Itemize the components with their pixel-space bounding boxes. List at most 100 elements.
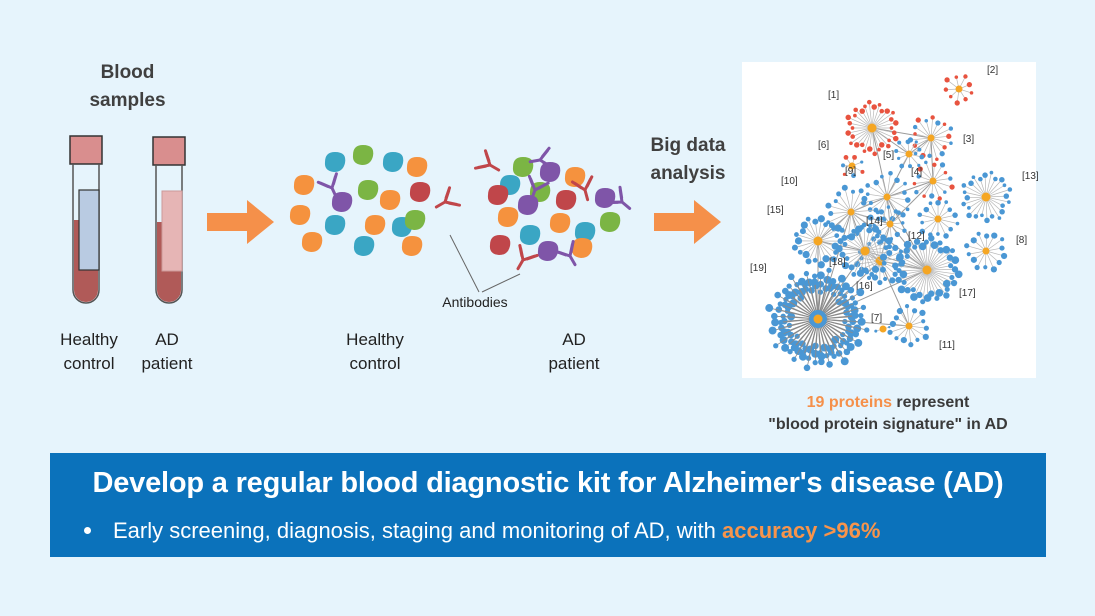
- protein-label-ad-patient: AD patient: [534, 328, 614, 376]
- protein-node: [871, 265, 880, 273]
- protein-node: [850, 306, 859, 315]
- protein-node: [851, 228, 857, 234]
- protein-node: [775, 306, 783, 313]
- protein-node: [984, 217, 990, 224]
- protein-node: [935, 120, 941, 126]
- protein-node: [872, 151, 878, 157]
- protein-node: [824, 352, 830, 359]
- protein-node: [842, 241, 848, 247]
- protein-node: [916, 291, 923, 299]
- protein-node: [784, 302, 793, 311]
- hub-node: [929, 177, 937, 185]
- protein-node: [952, 212, 958, 218]
- protein-node: [797, 277, 806, 286]
- network-cluster-8: [8]: [964, 231, 1027, 273]
- protein-node: [896, 307, 904, 315]
- protein-node: [937, 247, 944, 254]
- protein-node: [778, 319, 784, 326]
- hub-node: [922, 265, 932, 275]
- protein-node: [923, 294, 932, 302]
- cluster-label: [3]: [963, 134, 974, 145]
- caption-highlight: 19 proteins: [806, 394, 892, 411]
- protein-node: [910, 293, 918, 301]
- tube-label-line2: patient: [141, 354, 193, 373]
- protein-node: [905, 197, 911, 203]
- protein-node: [893, 120, 899, 126]
- protein-node: [944, 286, 950, 292]
- spoke-edge: [898, 269, 928, 271]
- bullet-icon: [84, 526, 91, 534]
- protein-node: [817, 215, 825, 223]
- healthy-control-tube-icon: [69, 135, 103, 304]
- protein-node: [943, 170, 948, 175]
- protein-blob: [512, 157, 534, 177]
- protein-node: [843, 154, 849, 160]
- protein-node: [914, 140, 918, 144]
- protein-node: [862, 267, 869, 274]
- blood-samples-title-line2: samples: [89, 90, 166, 111]
- protein-node: [902, 190, 907, 195]
- group-label-line1: Healthy: [346, 330, 404, 349]
- spoke-edge: [848, 211, 852, 237]
- spoke-edge: [922, 269, 928, 302]
- protein-node: [905, 139, 911, 145]
- protein-node: [948, 226, 953, 232]
- hub-node: [927, 134, 935, 142]
- spoke-edge: [917, 119, 932, 139]
- protein-node: [833, 199, 838, 204]
- antibody-icon: [473, 149, 501, 172]
- protein-node: [805, 355, 812, 361]
- protein-node: [943, 190, 947, 194]
- protein-node: [860, 169, 865, 174]
- protein-node: [888, 117, 894, 122]
- spoke-edge: [906, 250, 928, 271]
- ad-patient-tube-icon: [152, 136, 186, 304]
- protein-node: [1000, 237, 1005, 242]
- protein-node: [904, 304, 910, 309]
- protein-node: [797, 249, 803, 255]
- protein-node: [947, 207, 953, 212]
- protein-node: [844, 303, 852, 310]
- protein-node: [917, 212, 923, 218]
- cluster-label: [13]: [1022, 171, 1039, 182]
- protein-node: [935, 199, 941, 206]
- protein-node: [842, 172, 847, 176]
- protein-node: [963, 74, 968, 79]
- protein-node: [828, 222, 835, 229]
- protein-node: [874, 233, 880, 239]
- protein-node: [900, 336, 907, 344]
- tube-label-healthy-control: Healthy control: [52, 328, 126, 376]
- network-cluster-17: [17]: [892, 235, 976, 305]
- protein-node: [852, 312, 859, 319]
- protein-node: [852, 300, 858, 306]
- protein-node: [826, 267, 832, 273]
- protein-node: [896, 268, 902, 274]
- network-cluster-11: [11]: [887, 304, 955, 351]
- protein-node: [889, 277, 896, 284]
- protein-node: [794, 232, 799, 237]
- protein-node: [919, 228, 926, 235]
- network-cluster-18: [18]: [829, 222, 893, 277]
- protein-network-graph: [1][2][3][4][5][6][7][8][9][10][11][12][…: [750, 65, 1039, 372]
- protein-node: [937, 240, 943, 246]
- cluster-label: [6]: [818, 140, 829, 151]
- spoke-edge: [850, 190, 862, 213]
- protein-node: [834, 233, 840, 239]
- protein-node: [894, 231, 900, 238]
- protein-blob: [549, 213, 571, 233]
- protein-node: [868, 200, 873, 205]
- protein-node: [918, 242, 927, 251]
- protein-antibody-illustration: [289, 145, 632, 293]
- protein-node: [993, 176, 998, 182]
- protein-node: [897, 140, 902, 145]
- protein-node: [996, 259, 1002, 266]
- protein-blob: [404, 210, 426, 230]
- protein-node: [944, 77, 950, 83]
- network-cluster-13: [13]: [961, 170, 1039, 224]
- spoke-edge: [913, 269, 928, 298]
- protein-node: [889, 126, 894, 130]
- hub-node: [905, 150, 913, 158]
- protein-node: [898, 259, 906, 266]
- protein-node: [803, 364, 811, 372]
- protein-node: [951, 266, 959, 273]
